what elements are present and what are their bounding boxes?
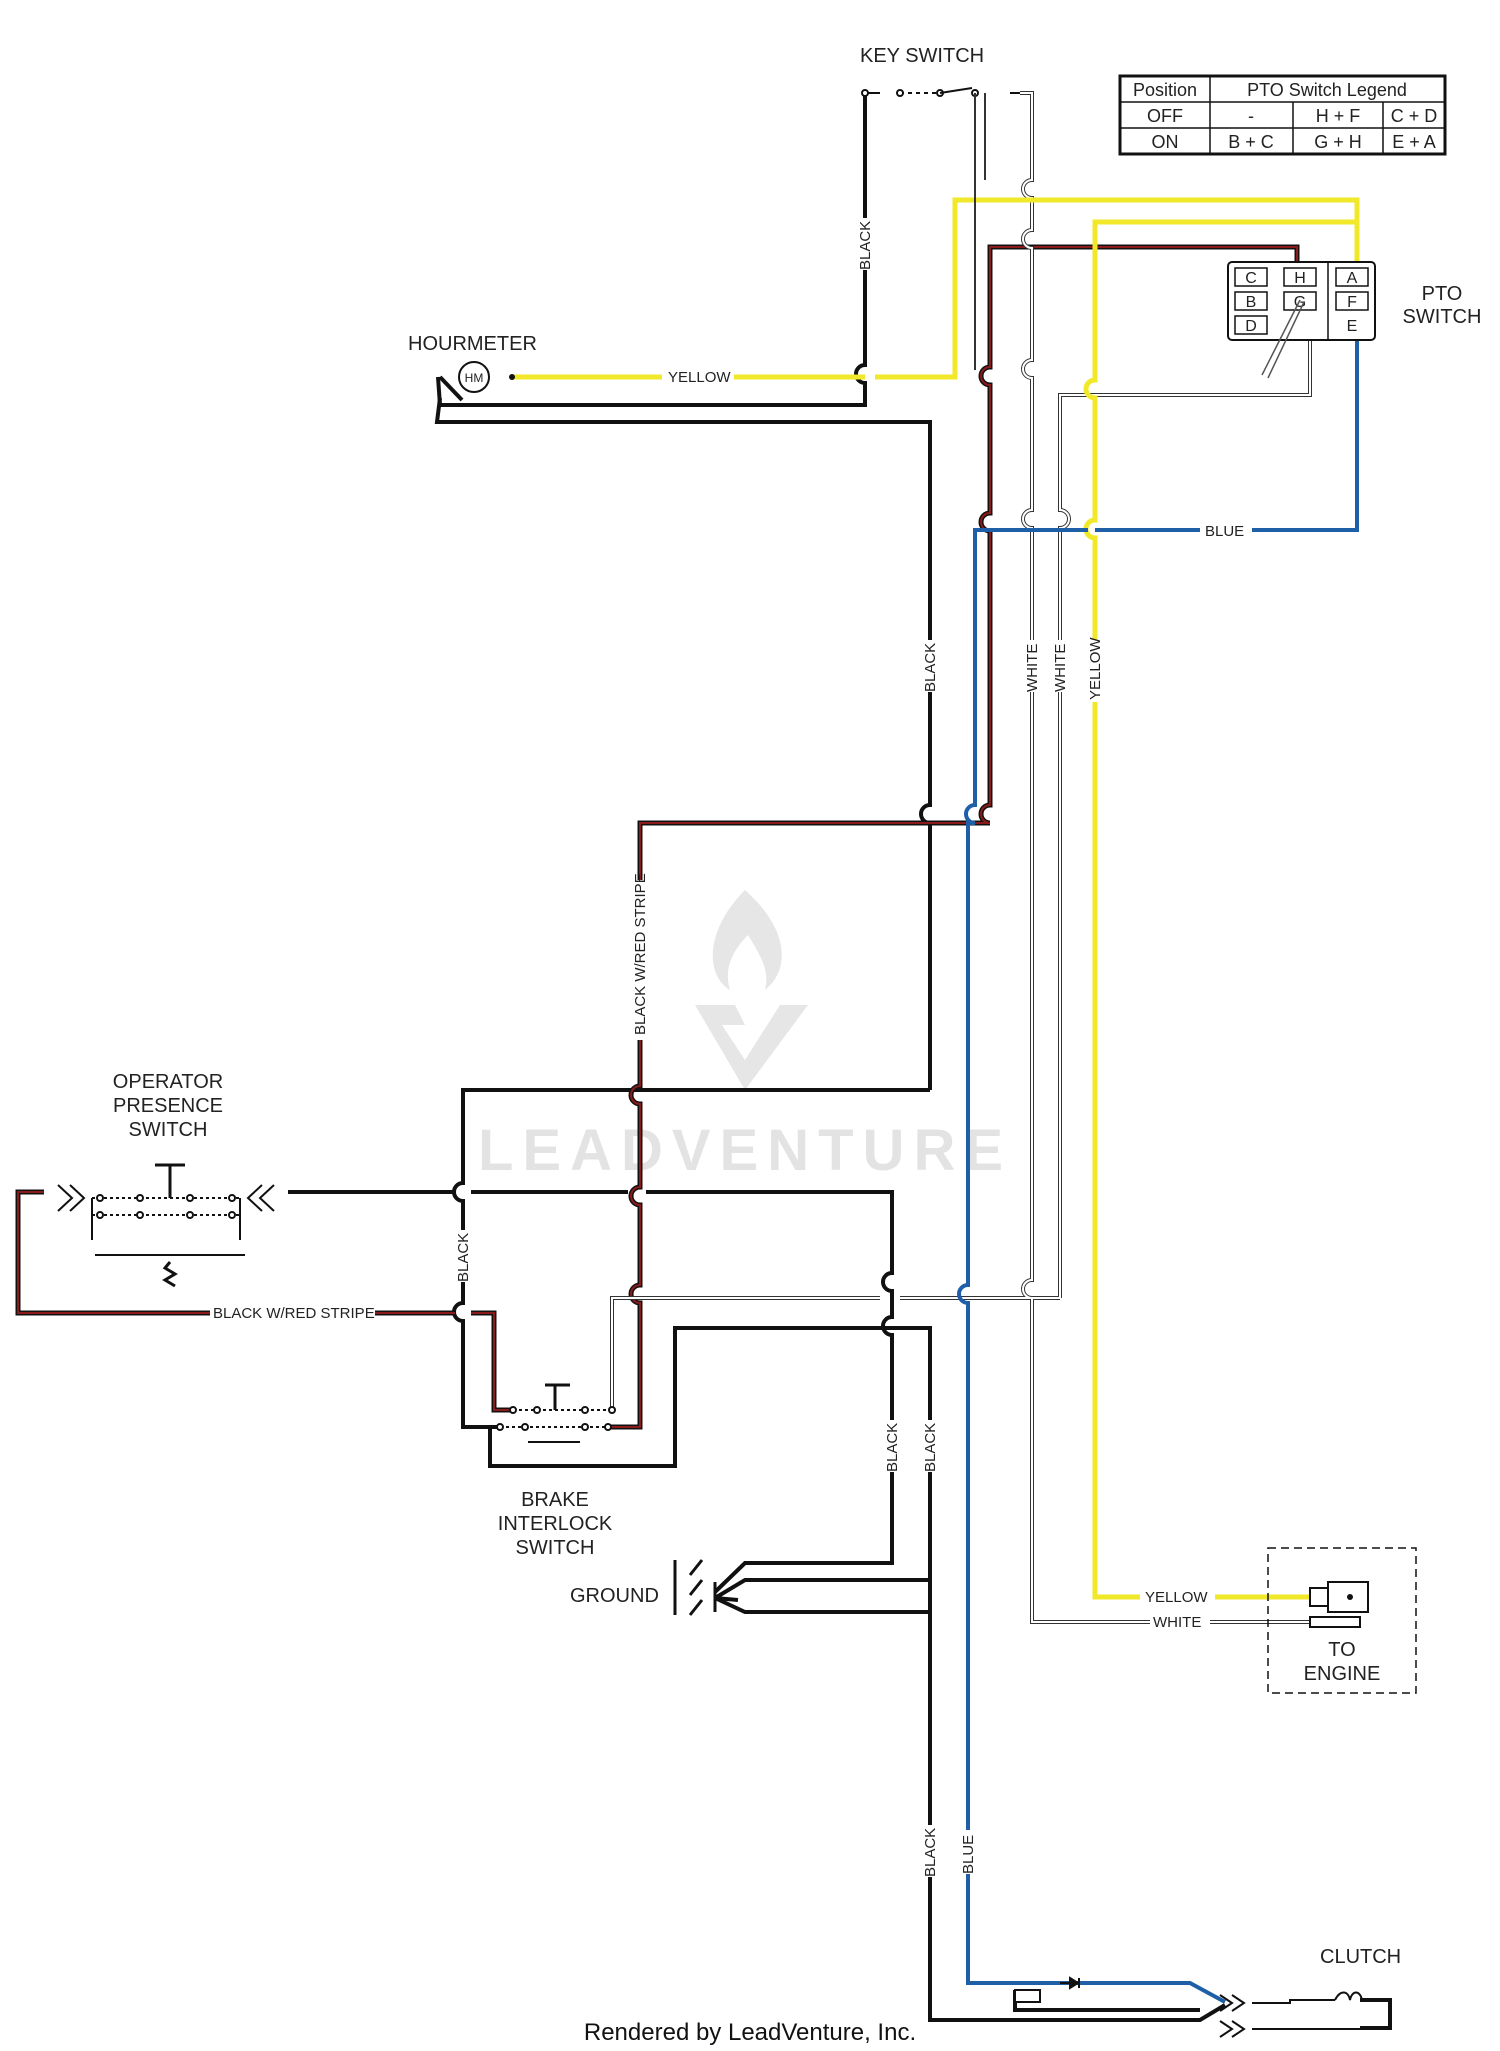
pto-switch: C B D H G F A E PTO SWITCH bbox=[1227, 261, 1482, 379]
key-switch-label: KEY SWITCH bbox=[860, 45, 984, 67]
wire-label-white-1: WHITE bbox=[1024, 644, 1041, 692]
black-red-stripe-wires bbox=[15, 244, 1300, 1430]
footer-credit: Rendered by LeadVenture, Inc. bbox=[584, 2019, 916, 2046]
wire-label-yellow-engine: YELLOW bbox=[1145, 1589, 1208, 1606]
wire-label-black-clutch: BLACK bbox=[922, 1828, 939, 1877]
wire-label-black-left: BLACK bbox=[455, 1233, 472, 1282]
brake-label-line2: INTERLOCK bbox=[498, 1513, 613, 1535]
clutch-label: CLUTCH bbox=[1320, 1946, 1401, 1968]
watermark: LEADVENTURE bbox=[478, 890, 1012, 1183]
pto-legend-table: Position PTO Switch Legend OFF - H + F C… bbox=[1118, 74, 1447, 156]
brake-interlock-switch: BRAKE INTERLOCK SWITCH bbox=[496, 1383, 616, 1559]
pto-terminal-f: F bbox=[1347, 294, 1357, 311]
pto-terminal-c: C bbox=[1245, 270, 1257, 287]
wire-label-black-ground-2: BLACK bbox=[922, 1423, 939, 1472]
engine-label-line2: ENGINE bbox=[1304, 1663, 1381, 1685]
wire-label-black-key: BLACK bbox=[857, 221, 874, 270]
wire-label-white-engine: WHITE bbox=[1153, 1614, 1201, 1631]
engine-label-line1: TO bbox=[1328, 1639, 1355, 1661]
v-logo-icon bbox=[695, 1005, 808, 1090]
hourmeter-label: HOURMETER bbox=[408, 333, 537, 355]
white-wires bbox=[610, 91, 1325, 1624]
legend-row-off-c2: H + F bbox=[1316, 106, 1361, 126]
legend-header-position: Position bbox=[1133, 80, 1197, 100]
legend-header-title: PTO Switch Legend bbox=[1247, 80, 1407, 100]
legend-row-off-position: OFF bbox=[1147, 106, 1183, 126]
hourmeter: HM HOURMETER bbox=[408, 333, 537, 393]
legend-row-off-c3: C + D bbox=[1391, 106, 1438, 126]
wire-label-blue-pto: BLUE bbox=[1205, 523, 1244, 540]
operator-label-line1: OPERATOR bbox=[113, 1071, 223, 1093]
operator-label-line3: SWITCH bbox=[129, 1119, 208, 1141]
pto-switch-label-line2: SWITCH bbox=[1403, 306, 1482, 328]
watermark-text: LEADVENTURE bbox=[478, 1118, 1012, 1183]
pto-terminal-a: A bbox=[1347, 270, 1358, 287]
pto-terminal-e: E bbox=[1347, 318, 1358, 335]
pto-switch-label-line1: PTO bbox=[1422, 283, 1463, 305]
operator-label-line2: PRESENCE bbox=[113, 1095, 223, 1117]
key-switch: KEY SWITCH bbox=[860, 45, 1020, 370]
pto-terminal-d: D bbox=[1245, 318, 1257, 335]
pto-terminal-h: H bbox=[1294, 270, 1306, 287]
ground-label: GROUND bbox=[570, 1585, 659, 1607]
wire-label-black-ground-1: BLACK bbox=[884, 1423, 901, 1472]
legend-row-on-c1: B + C bbox=[1228, 132, 1274, 152]
legend-row-on-c2: G + H bbox=[1314, 132, 1362, 152]
engine-connector: TO ENGINE bbox=[1267, 1547, 1417, 1694]
wire-label-yellow-hourmeter: YELLOW bbox=[668, 369, 731, 386]
wire-label-yellow-trunk: YELLOW bbox=[1087, 637, 1104, 700]
blue-wires bbox=[957, 298, 1359, 2004]
brake-label-line3: SWITCH bbox=[516, 1537, 595, 1559]
black-wires bbox=[288, 93, 1392, 2030]
wire-label-black-red-vertical: BLACK W/RED STRIPE bbox=[632, 873, 649, 1035]
legend-row-on-c3: E + A bbox=[1392, 132, 1436, 152]
operator-presence-switch: OPERATOR PRESENCE SWITCH bbox=[57, 1071, 275, 1288]
wire-label-blue-clutch: BLUE bbox=[960, 1835, 977, 1874]
clutch: CLUTCH bbox=[1014, 1946, 1401, 2038]
wire-labels: BLACK BLACK WHITE WHITE YELLOW BLACK W/R… bbox=[210, 218, 1252, 1877]
legend-row-on-position: ON bbox=[1152, 132, 1179, 152]
hourmeter-badge: HM bbox=[465, 371, 484, 385]
wire-label-white-2: WHITE bbox=[1052, 644, 1069, 692]
legend-row-off-c1: - bbox=[1248, 106, 1254, 126]
pto-terminal-b: B bbox=[1246, 294, 1257, 311]
wire-label-black-red-horizontal: BLACK W/RED STRIPE bbox=[213, 1305, 375, 1322]
wire-label-black-trunk: BLACK bbox=[922, 643, 939, 692]
brake-label-line1: BRAKE bbox=[521, 1489, 589, 1511]
flame-logo-icon bbox=[712, 890, 782, 990]
ground-symbol-icon bbox=[673, 1559, 717, 1616]
